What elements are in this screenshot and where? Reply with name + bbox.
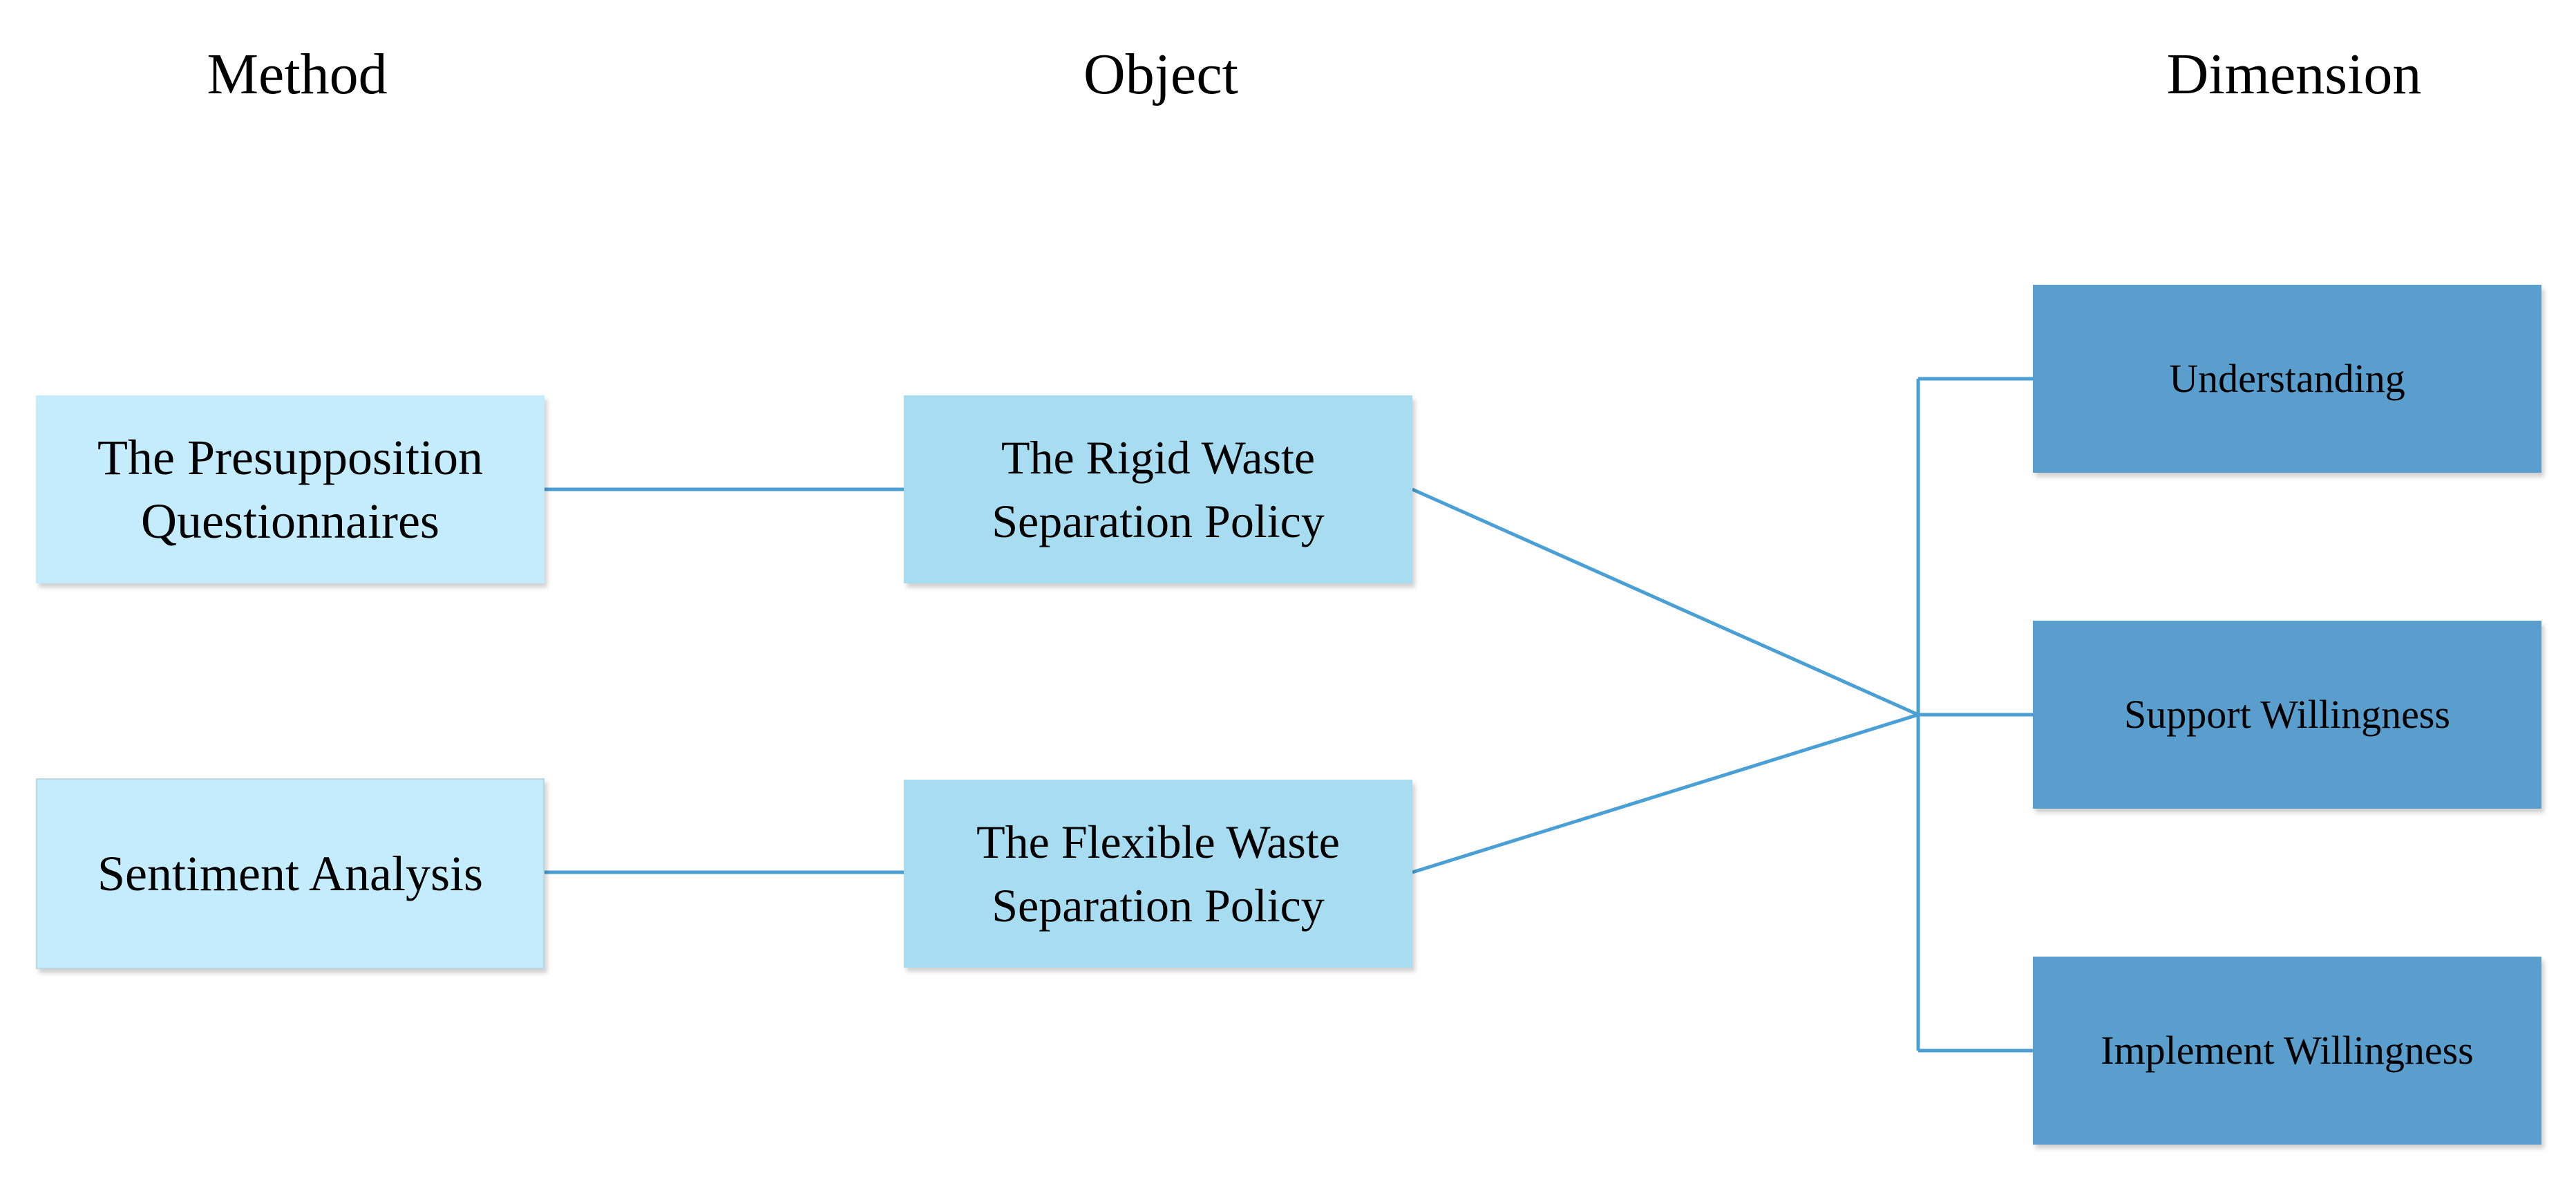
method-box-line: The Presupposition: [97, 430, 483, 485]
object-box-line: The Flexible Waste: [976, 816, 1340, 868]
object-box-flexible-policy: The Flexible Waste Separation Policy: [904, 780, 1412, 968]
dimension-box-label: Support Willingness: [2124, 692, 2450, 737]
dimension-box-support-willingness: Support Willingness: [2033, 621, 2541, 809]
method-heading: Method: [207, 42, 388, 106]
object-box-line: Separation Policy: [992, 495, 1325, 547]
object-box-line: Separation Policy: [992, 879, 1325, 932]
dimension-heading: Dimension: [2166, 42, 2422, 106]
dimension-box-label: Implement Willingness: [2101, 1028, 2474, 1073]
object-box-line: The Rigid Waste: [1001, 431, 1316, 484]
method-box-line: Sentiment Analysis: [97, 846, 483, 901]
method-box-sentiment-analysis: Sentiment Analysis: [36, 778, 544, 969]
method-box-line: Questionnaires: [141, 494, 439, 549]
connector-object2-hub: [1412, 713, 1919, 874]
dimension-box-implement-willingness: Implement Willingness: [2033, 957, 2541, 1145]
method-box-presupposition-questionnaires: The Presupposition Questionnaires: [36, 395, 544, 583]
dimension-box-label: Understanding: [2169, 356, 2405, 401]
object-heading: Object: [1083, 42, 1238, 106]
object-box-rigid-policy: The Rigid Waste Separation Policy: [904, 395, 1412, 583]
connector-object1-hub: [1411, 487, 1920, 717]
dimension-box-understanding: Understanding: [2033, 285, 2541, 473]
